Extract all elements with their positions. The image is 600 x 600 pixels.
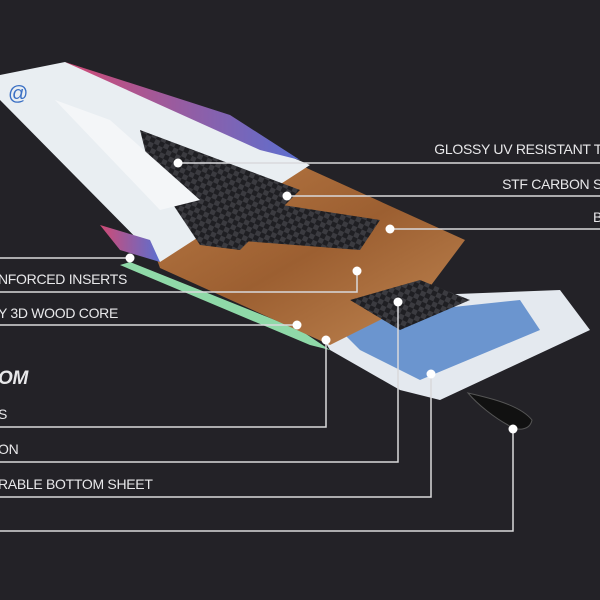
callout-dots <box>125 158 518 434</box>
label-inserts: NFORCED INSERTS <box>0 271 128 287</box>
label-s: S <box>0 406 8 422</box>
label-wood-core: Y 3D WOOD CORE <box>0 305 119 321</box>
carbon-stringer-2 <box>230 200 380 250</box>
fin <box>466 392 533 430</box>
label-bottom-sheet: RABLE BOTTOM SHEET <box>0 476 153 492</box>
top-sheet-stripe <box>55 100 200 210</box>
top-sheet-magenta <box>65 62 300 160</box>
label-carbon-stringers: STF CARBON S <box>502 176 600 192</box>
logo-mark: @ <box>8 83 28 105</box>
carbon-bottom-strip <box>350 280 470 330</box>
rail <box>120 262 330 350</box>
callout-lines <box>0 162 600 532</box>
bottom-graphic <box>330 300 540 380</box>
label-b: B <box>592 209 600 225</box>
label-on: ON <box>0 441 19 457</box>
top-sheet-magenta-2 <box>100 225 160 262</box>
bottom-heading: OM <box>0 368 29 389</box>
label-top-sheet: GLOSSY UV RESISTANT T <box>434 141 600 157</box>
